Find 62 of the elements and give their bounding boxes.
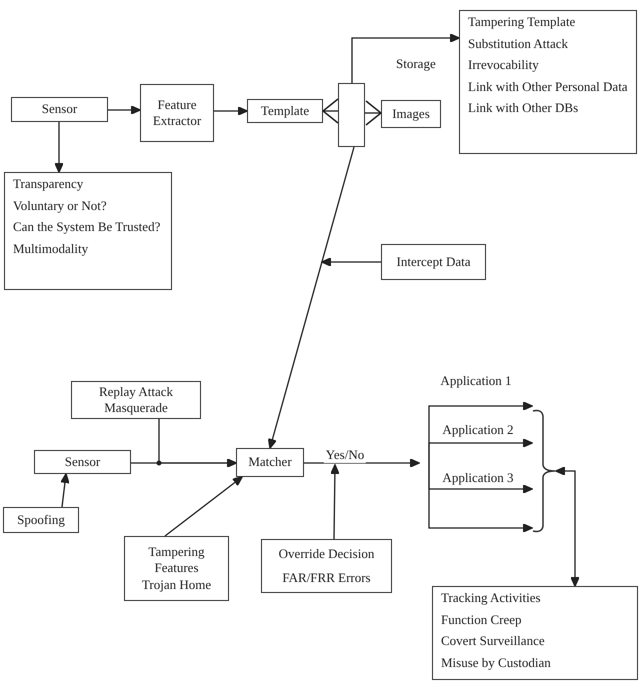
process-box — [3, 507, 79, 533]
arrow — [158, 419, 237, 468]
arrow — [555, 466, 580, 587]
arrow — [164, 476, 243, 537]
arrow — [108, 105, 141, 115]
node-text: Intercept Data — [396, 254, 470, 270]
node-text: Trojan Home — [142, 576, 212, 593]
node-text: Replay Attack Masquerade — [98, 384, 174, 416]
node-text: Images — [392, 106, 430, 122]
arrow — [214, 106, 248, 116]
node-text: Misuse by Custodian — [441, 654, 551, 670]
arrow — [60, 473, 70, 508]
list-box — [459, 10, 637, 154]
curly-brace — [532, 408, 556, 534]
process-box — [381, 100, 441, 128]
arrow — [365, 100, 382, 126]
arrow — [304, 458, 420, 468]
process-box — [236, 448, 304, 477]
node-text: Function Creep — [441, 612, 522, 628]
node-text: Sensor — [42, 101, 78, 118]
process-box — [71, 381, 201, 419]
node-text: Voluntary or Not? — [13, 198, 107, 214]
process-box — [261, 539, 392, 593]
list-box — [4, 172, 172, 290]
process-box — [247, 99, 323, 123]
process-box — [11, 97, 108, 122]
node-text: Can the System Be Trusted? — [13, 219, 160, 235]
arrow — [428, 438, 533, 463]
node-text: Matcher — [248, 454, 292, 471]
node-text: Feature Extractor — [152, 96, 202, 130]
node-text: Tracking Activities — [441, 590, 541, 606]
process-box — [140, 84, 214, 142]
node-text: Multimodality — [13, 240, 88, 256]
edge-label: Application 3 — [440, 470, 516, 486]
arrow — [330, 464, 340, 539]
node-text: Link with Other DBs — [468, 100, 578, 116]
node-text: Tampering Template — [468, 14, 576, 30]
node-text: Tampering Features — [147, 544, 206, 577]
process-box — [381, 244, 486, 280]
arrow — [428, 463, 533, 533]
arrow — [54, 122, 64, 173]
arrow — [351, 33, 460, 83]
edge-label: Application 1 — [438, 373, 514, 389]
edge-label: Yes/No — [324, 447, 366, 463]
process-box — [124, 536, 229, 601]
node-text: Link with Other Personal Data — [468, 78, 628, 94]
arrow — [268, 146, 355, 449]
process-box — [34, 450, 131, 474]
node-text: Template — [260, 102, 310, 120]
node-text: Covert Surveillance — [441, 633, 545, 649]
arrow — [321, 257, 381, 267]
node-text: Substitution Attack — [468, 36, 568, 52]
arrow — [322, 98, 339, 124]
node-text: Transparency — [13, 176, 84, 192]
list-box — [432, 586, 638, 680]
node-text: FAR/FRR Errors — [282, 570, 371, 586]
node-text: Spoofing — [17, 512, 65, 528]
node-text: Irrevocability — [468, 57, 539, 73]
node-text: Sensor — [64, 454, 100, 470]
edge-label: Application 2 — [440, 422, 516, 438]
node-text: Override Decision — [278, 546, 374, 562]
caption-text: Storage — [396, 56, 436, 72]
